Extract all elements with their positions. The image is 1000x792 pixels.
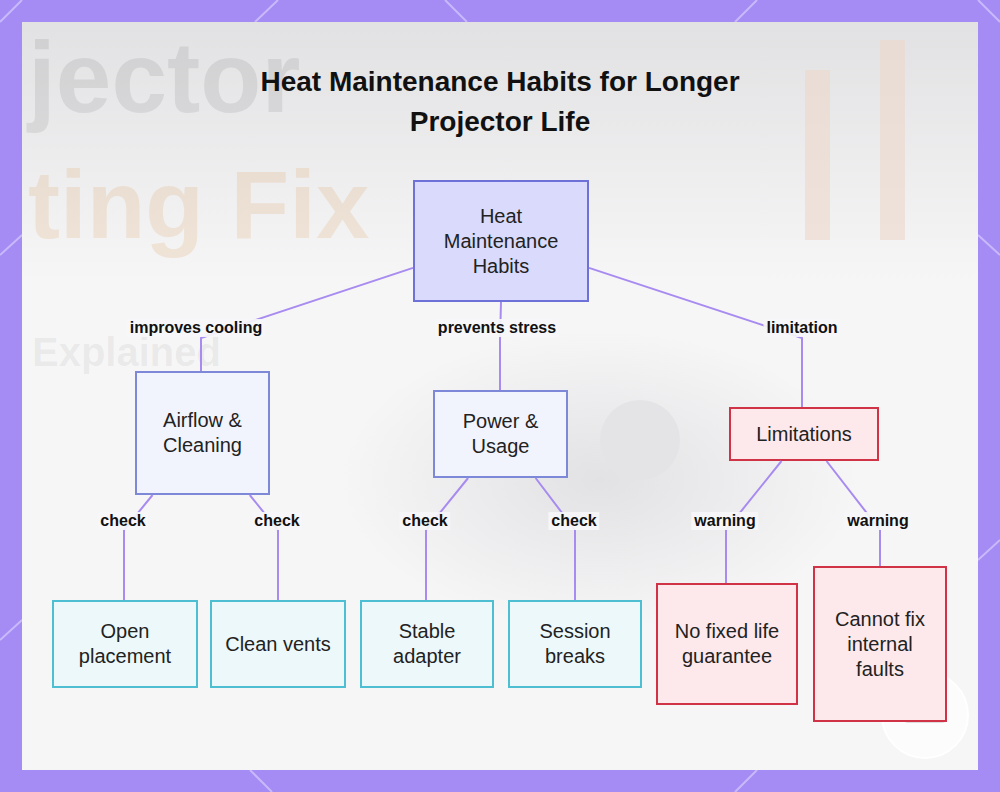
border-line: [255, 0, 278, 22]
edge-label: warning: [691, 512, 758, 530]
border-line: [445, 0, 467, 22]
border-line: [978, 0, 1000, 22]
connector: [124, 495, 153, 600]
edge-label: check: [548, 512, 599, 530]
warning-box: No fixed life guarantee: [656, 583, 798, 705]
node-text: Power & Usage: [435, 405, 566, 463]
check-box: Stable adapter: [360, 600, 494, 688]
watermark-text: ting Fix: [28, 150, 369, 260]
edge-label: prevents stress: [435, 319, 559, 337]
edge-label: check: [399, 512, 450, 530]
check-box: Open placement: [52, 600, 198, 688]
check-box: Clean vents: [210, 600, 346, 688]
arrow-blur: [880, 40, 905, 240]
border-line: [0, 235, 22, 255]
node-text: Open placement: [54, 615, 196, 673]
border-line: [735, 770, 757, 792]
connector: [589, 268, 802, 407]
node-text: Airflow & Cleaning: [137, 404, 268, 462]
border-line: [0, 620, 22, 640]
node-text: Limitations: [748, 418, 860, 451]
arrow-blur: [805, 70, 830, 240]
edge-label: improves cooling: [127, 319, 265, 337]
edge-label: check: [97, 512, 148, 530]
edge-label: warning: [844, 512, 911, 530]
lens-blur: [600, 400, 680, 480]
connector: [426, 478, 468, 600]
border-line: [735, 0, 757, 22]
diagram-title: Heat Maintenance Habits for Longer Proje…: [220, 62, 780, 142]
node-text: Session breaks: [510, 615, 640, 673]
panel: [22, 22, 978, 770]
root-box: Heat Maintenance Habits: [413, 180, 589, 302]
warning-box: Cannot fix internal faults: [813, 566, 947, 722]
border-line: [978, 540, 1000, 560]
border-line: [978, 235, 1000, 255]
node-text: No fixed life guarantee: [658, 615, 796, 673]
node-text: Stable adapter: [362, 615, 492, 673]
border-line: [0, 0, 22, 22]
connector: [250, 495, 278, 600]
connector: [536, 478, 575, 600]
check-box: Session breaks: [508, 600, 642, 688]
limitation-box: Limitations: [729, 407, 879, 461]
node-text: Clean vents: [217, 628, 339, 661]
connector: [500, 302, 501, 390]
category-box: Airflow & Cleaning: [135, 371, 270, 495]
watermark-text: jector: [28, 20, 300, 135]
edge-label: limitation: [763, 319, 840, 337]
category-box: Power & Usage: [433, 390, 568, 478]
border-line: [250, 770, 272, 792]
node-text: Heat Maintenance Habits: [415, 200, 587, 283]
edge-label: check: [251, 512, 302, 530]
node-text: Cannot fix internal faults: [815, 603, 945, 686]
